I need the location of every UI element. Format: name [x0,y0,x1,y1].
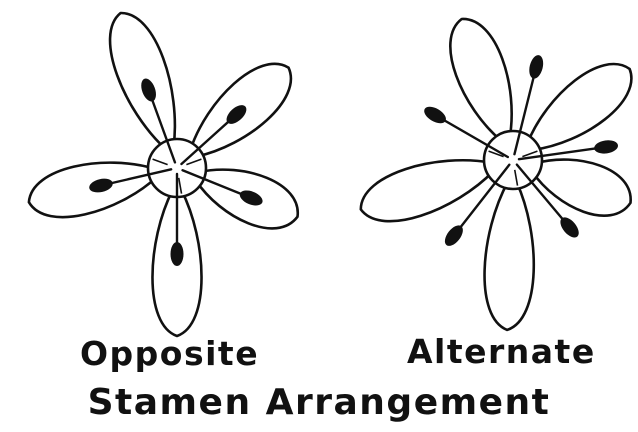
petal [485,181,534,330]
receptacle [484,131,542,189]
petal [527,64,631,150]
anther [527,54,545,80]
petal [361,160,494,221]
anther [593,139,619,155]
opposite-label: Opposite [80,334,259,373]
petal [450,19,511,141]
alternate-label: Alternate [407,332,596,371]
opposite-flower [29,13,298,336]
alternate-flower [361,19,632,330]
diagram-title: Stamen Arrangement [0,382,638,423]
petal [532,160,631,216]
anther [421,103,448,126]
anther [171,242,184,266]
